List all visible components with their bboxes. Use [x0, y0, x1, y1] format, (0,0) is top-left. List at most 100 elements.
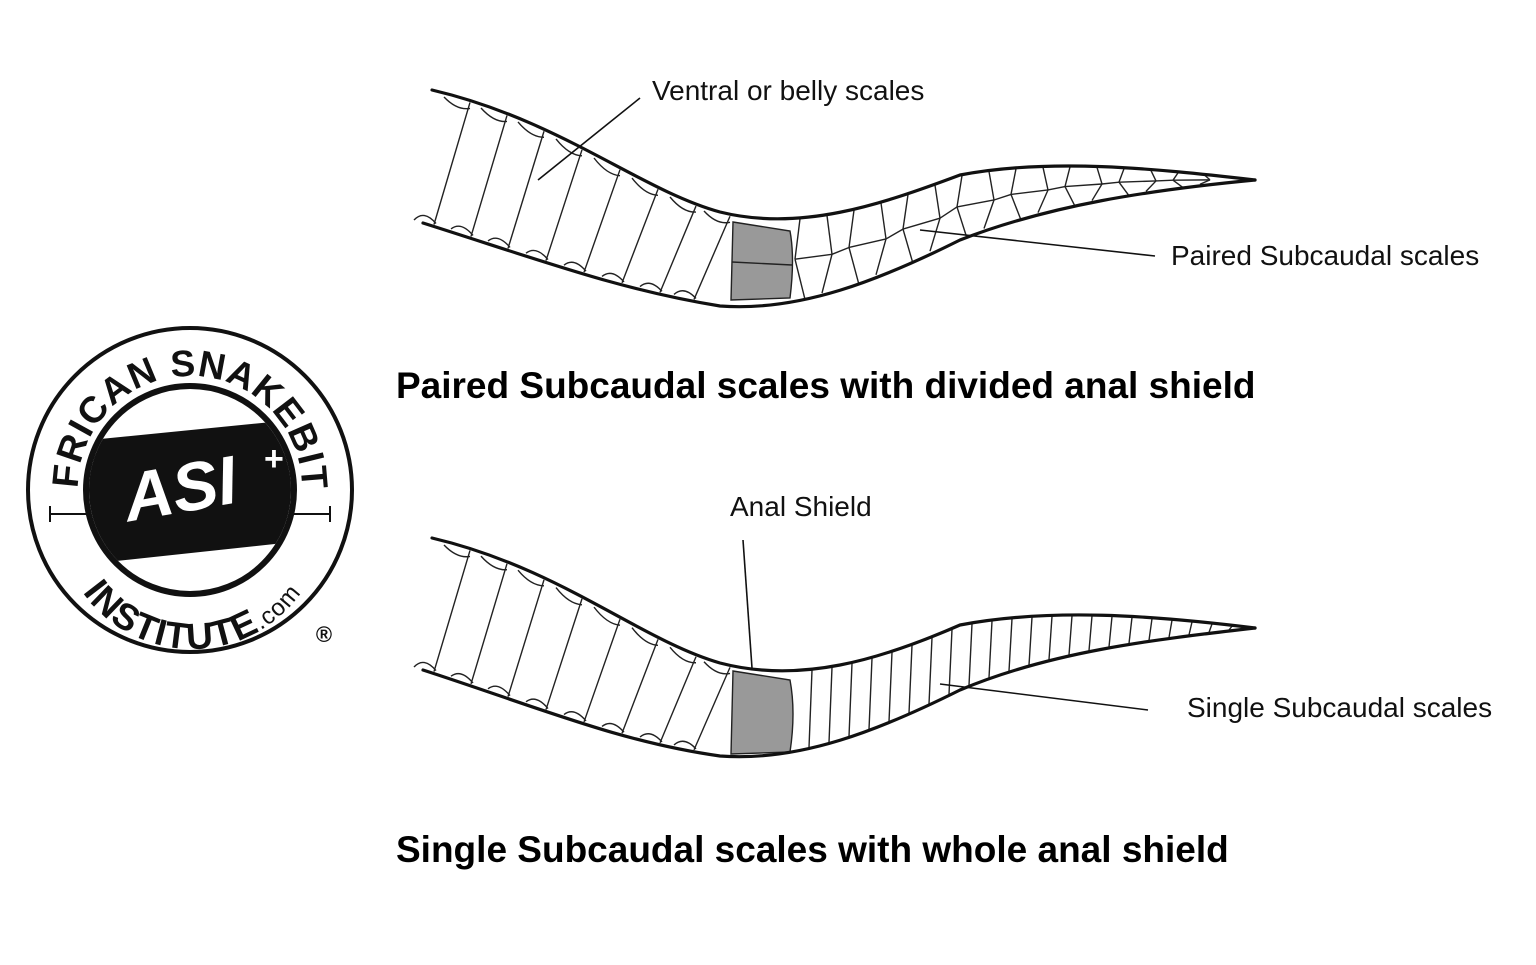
- ventral-scale-edge: [563, 711, 587, 722]
- ventral-scale-edge: [480, 107, 508, 123]
- ventral-scale-edge: [487, 685, 511, 697]
- ventral-scale-edge: [593, 157, 621, 177]
- ventral-scale-edge: [563, 261, 587, 272]
- single-subcaudal-line: [1208, 623, 1213, 633]
- single-subcaudal-line: [828, 667, 833, 743]
- single-subcaudal-line: [1108, 616, 1113, 648]
- subcaudal-cell-edge: [1064, 186, 1076, 207]
- subcaudal-cell-edge: [902, 194, 909, 230]
- ventral-scale-edge: [443, 544, 471, 558]
- ventral-scale-edge: [601, 722, 625, 733]
- single-subcaudal-line: [1028, 617, 1033, 666]
- single-subcaudal-label: Single Subcaudal scales: [1187, 692, 1492, 723]
- logo-black-band: [89, 418, 291, 566]
- anal-shield-label: Anal Shield: [730, 491, 872, 522]
- top-snake-outline-lower: [421, 178, 1257, 309]
- ventral-scale-line: [693, 667, 731, 751]
- subcaudal-midline: [956, 199, 995, 208]
- ventral-scale-line: [659, 205, 697, 293]
- subcaudal-midline: [848, 238, 887, 249]
- subcaudal-midline: [794, 253, 833, 260]
- subcaudal-midline: [885, 228, 904, 240]
- subcaudal-midline: [1101, 181, 1120, 185]
- single-label-leader: [939, 683, 1149, 711]
- ventral-scale-line: [470, 115, 508, 237]
- ventral-scale-line: [621, 189, 659, 284]
- subcaudal-midline: [831, 246, 850, 255]
- subcaudal-cell-edge: [1064, 166, 1071, 187]
- bottom-single-subcaudal-lines: [808, 615, 1233, 748]
- subcaudal-cell-edge: [1037, 189, 1049, 213]
- subcaudal-cell-edge: [956, 206, 968, 239]
- subcaudal-cell-edge: [1091, 183, 1103, 201]
- subcaudal-cell-edge: [794, 218, 801, 260]
- ventral-scale-edge: [413, 214, 437, 224]
- ventral-label-leader: [537, 97, 641, 181]
- ventral-scale-edge: [669, 646, 697, 664]
- subcaudal-midline: [902, 217, 941, 230]
- single-subcaudal-line: [1168, 620, 1173, 638]
- ventral-scale-edge: [525, 698, 549, 710]
- ventral-scale-line: [693, 215, 731, 300]
- ventral-scale-edge: [631, 177, 659, 196]
- ventral-scale-edge: [593, 606, 621, 626]
- subcaudal-cell-edge: [1096, 167, 1103, 185]
- single-subcaudal-line: [1008, 618, 1013, 672]
- ventral-scales-label: Ventral or belly scales: [652, 75, 924, 106]
- ventral-scale-line: [507, 579, 545, 697]
- registered-mark: ®: [316, 622, 332, 647]
- subcaudal-midline: [939, 206, 958, 219]
- subcaudal-cell-edge: [934, 185, 941, 219]
- single-subcaudal-line: [968, 623, 973, 686]
- subcaudal-cell-edge: [956, 175, 963, 208]
- subcaudal-cell-edge: [1145, 180, 1157, 192]
- ventral-scale-edge: [517, 121, 545, 138]
- single-subcaudal-line: [928, 637, 933, 705]
- subcaudal-cell-edge: [1172, 172, 1179, 181]
- ventral-scale-edge: [673, 740, 697, 750]
- single-subcaudal-line: [988, 620, 993, 678]
- subcaudal-cell-edge: [826, 215, 833, 255]
- ventral-scale-line: [507, 131, 545, 249]
- ventral-scale-edge: [669, 196, 697, 213]
- paired-label-leader: [919, 229, 1156, 257]
- subcaudal-cell-edge: [880, 202, 887, 240]
- subcaudal-cell-edge: [929, 218, 941, 252]
- top-ventral-scale-lines: [413, 96, 731, 300]
- single-subcaudal-line: [808, 670, 813, 748]
- subcaudal-cell-edge: [1150, 170, 1157, 182]
- subcaudal-cell-edge: [1010, 194, 1022, 221]
- single-subcaudal-line: [848, 663, 853, 737]
- ventral-scale-line: [583, 169, 621, 273]
- single-subcaudal-line: [868, 658, 873, 730]
- subcaudal-cell-edge: [1172, 179, 1184, 189]
- ventral-scale-edge: [487, 237, 511, 248]
- single-subcaudal-line: [1088, 615, 1093, 651]
- single-subcaudal-line: [1148, 618, 1153, 641]
- ventral-scale-edge: [517, 569, 545, 587]
- subcaudal-midline: [1118, 180, 1157, 183]
- ventral-scale-edge: [525, 249, 549, 261]
- subcaudal-cell-edge: [848, 210, 855, 248]
- ventral-scale-line: [621, 639, 659, 734]
- single-subcaudal-line: [1068, 615, 1073, 656]
- subcaudal-cell-edge: [875, 238, 887, 276]
- subcaudal-midline: [1155, 179, 1174, 182]
- subcaudal-midline: [1047, 185, 1066, 191]
- snake-single-subcaudal: Anal Shield Single Subcaudal scales: [413, 491, 1492, 759]
- subcaudal-midline: [1010, 189, 1049, 196]
- asi-logo: ASI + AFRICAN SNAKEBITE INSTITUTE.com ®: [0, 0, 354, 658]
- ventral-scale-edge: [639, 282, 663, 292]
- subcaudal-cell-edge: [848, 247, 860, 285]
- single-subcaudal-line: [1048, 616, 1053, 660]
- logo-plus: +: [264, 440, 284, 478]
- subcaudal-cell-edge: [902, 228, 914, 264]
- single-subcaudal-line: [888, 652, 893, 722]
- anal-shield-leader: [742, 539, 753, 669]
- single-subcaudal-line: [1128, 617, 1133, 644]
- bottom-caption: Single Subcaudal scales with whole anal …: [396, 829, 1229, 870]
- bottom-snake-outline-lower: [421, 626, 1257, 759]
- subcaudal-cell-edge: [988, 171, 995, 201]
- top-paired-subcaudal-cells: [794, 166, 1211, 300]
